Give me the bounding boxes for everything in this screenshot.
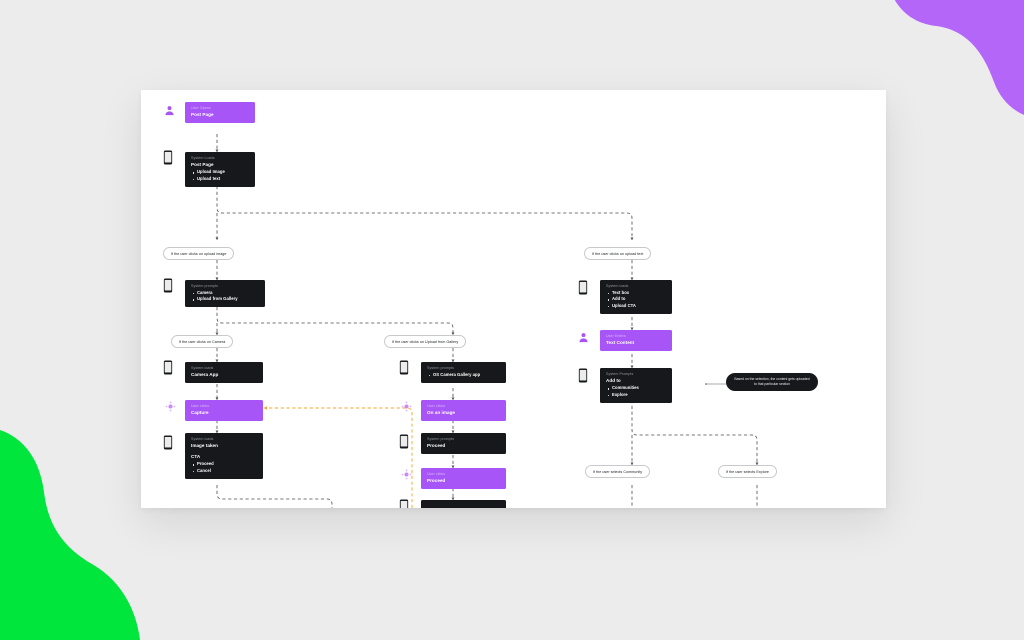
node-title: Proceed	[427, 478, 446, 484]
tap-icon	[401, 469, 412, 480]
node-system-prompts-camera-options[interactable]: System prompts Camera Upload from Galler…	[185, 280, 265, 308]
node-subtitle: CTA	[191, 454, 201, 460]
node-user-opens-post-page[interactable]: User Opens Post Page	[185, 102, 255, 123]
node-user-clicks-capture[interactable]: User clicks Capture	[185, 400, 263, 421]
node-system-prompts-gallery-app[interactable]: System prompts OS Camera Gallery app	[421, 362, 506, 383]
node-system-prompts-add-to[interactable]: System Prompts Add to Communities Explor…	[600, 368, 672, 403]
node-kicker: System Prompts	[606, 372, 634, 376]
node-user-clicks-proceed[interactable]: User clicks Proceed	[421, 468, 506, 489]
phone-icon	[399, 499, 409, 508]
node-item-list: Text box Add to Upload CTA	[606, 290, 666, 309]
phone-icon	[578, 368, 588, 383]
tap-icon	[401, 401, 412, 412]
node-kicker: User clicks	[191, 404, 210, 408]
condition-label: If the user selects Community	[593, 469, 643, 474]
node-user-enters-text-content[interactable]: User Enters Text Content	[600, 330, 672, 351]
phone-icon	[399, 434, 409, 449]
node-system-loads-text-controls[interactable]: System loads Text box Add to Upload CTA	[600, 280, 672, 314]
list-item: Camera	[191, 290, 259, 296]
node-title: Text Content	[606, 340, 635, 346]
list-item: Communities	[606, 385, 666, 391]
condition-label: If the user selects Explore	[726, 469, 769, 474]
condition-clicks-upload-from-gallery[interactable]: If the user clicks on Upload from Galler…	[384, 335, 467, 348]
node-item-list: Proceed Cancel	[191, 461, 257, 474]
list-item: Text box	[606, 290, 666, 296]
node-title: Add to	[606, 378, 621, 384]
condition-upload-text[interactable]: If the user clicks on upload text	[584, 247, 652, 260]
phone-icon	[163, 435, 173, 450]
node-kicker: System prompts	[191, 284, 218, 288]
node-kicker: System loads	[606, 284, 629, 288]
node-item-list: Communities Explore	[606, 385, 666, 398]
node-layer: User Opens Post Page System Loads Post P…	[141, 90, 886, 508]
list-item: Upload CTA	[606, 303, 666, 309]
user-icon	[579, 333, 588, 343]
node-kicker: User clicks	[427, 472, 446, 476]
list-item: Upload text	[191, 176, 249, 182]
node-title: Capture	[191, 410, 209, 416]
node-item-list: Upload Image Upload text	[191, 169, 249, 182]
node-kicker: System prompts	[427, 366, 454, 370]
list-item: Upload from Gallery	[191, 296, 259, 302]
tap-icon	[165, 401, 176, 412]
connector-layer	[215, 134, 759, 508]
phone-icon	[578, 280, 588, 295]
node-item-list: Camera Upload from Gallery	[191, 290, 259, 303]
node-kicker: System Loads	[191, 156, 215, 160]
condition-selects-community[interactable]: If the user selects Community	[585, 465, 651, 478]
condition-label: If the user clicks on Camera	[179, 339, 226, 344]
condition-clicks-camera[interactable]: If the user clicks on Camera	[171, 335, 234, 348]
node-item-list: OS Camera Gallery app	[427, 372, 500, 378]
list-item: Proceed	[191, 461, 257, 467]
node-title: Post Page	[191, 112, 214, 118]
node-kicker: System loads	[191, 437, 214, 441]
node-kicker: User Opens	[191, 106, 211, 110]
condition-selects-explore[interactable]: If the user selects Explore	[718, 465, 777, 478]
node-system-loads-camera-app[interactable]: System loads Camera App	[185, 362, 263, 383]
phone-icon	[163, 278, 173, 293]
node-system-loads-image-taken[interactable]: System loads Image taken CTA Proceed Can…	[185, 433, 263, 479]
condition-upload-image[interactable]: If the user clicks on upload image	[163, 247, 235, 260]
list-item: Explore	[606, 392, 666, 398]
list-item: OS Camera Gallery app	[427, 372, 500, 378]
note-text: Based on the selection, the content gets…	[734, 377, 810, 386]
node-kicker: User Enters	[606, 334, 626, 338]
phone-icon	[163, 360, 173, 375]
annotation-note: Based on the selection, the content gets…	[726, 373, 818, 391]
list-item: Upload Image	[191, 169, 249, 175]
node-clipped-bottom[interactable]	[421, 500, 506, 508]
node-title: Camera App	[191, 372, 219, 378]
purple-blob-shape	[894, 0, 1024, 115]
phone-icon	[163, 150, 173, 165]
node-system-loads-post-page[interactable]: System Loads Post Page Upload Image Uplo…	[185, 152, 255, 187]
node-kicker: System prompts	[427, 437, 454, 441]
flow-canvas[interactable]: User Opens Post Page System Loads Post P…	[141, 90, 886, 508]
condition-label: If the user clicks on upload image	[171, 251, 227, 256]
node-title: On an image	[427, 410, 456, 416]
list-item: Add to	[606, 296, 666, 302]
node-kicker: User clicks	[427, 404, 446, 408]
list-item: Cancel	[191, 468, 257, 474]
node-title: Proceed	[427, 443, 446, 449]
node-title: Image taken	[191, 443, 218, 449]
condition-label: If the user clicks on Upload from Galler…	[392, 339, 459, 344]
green-blob-shape	[0, 430, 140, 640]
phone-icon	[399, 360, 409, 375]
node-title: Post Page	[191, 162, 214, 168]
node-kicker: System loads	[191, 366, 214, 370]
user-icon	[165, 106, 174, 116]
condition-label: If the user clicks on upload text	[592, 251, 644, 256]
node-system-prompts-proceed[interactable]: System prompts Proceed	[421, 433, 506, 454]
node-user-clicks-on-an-image[interactable]: User clicks On an image	[421, 400, 506, 421]
